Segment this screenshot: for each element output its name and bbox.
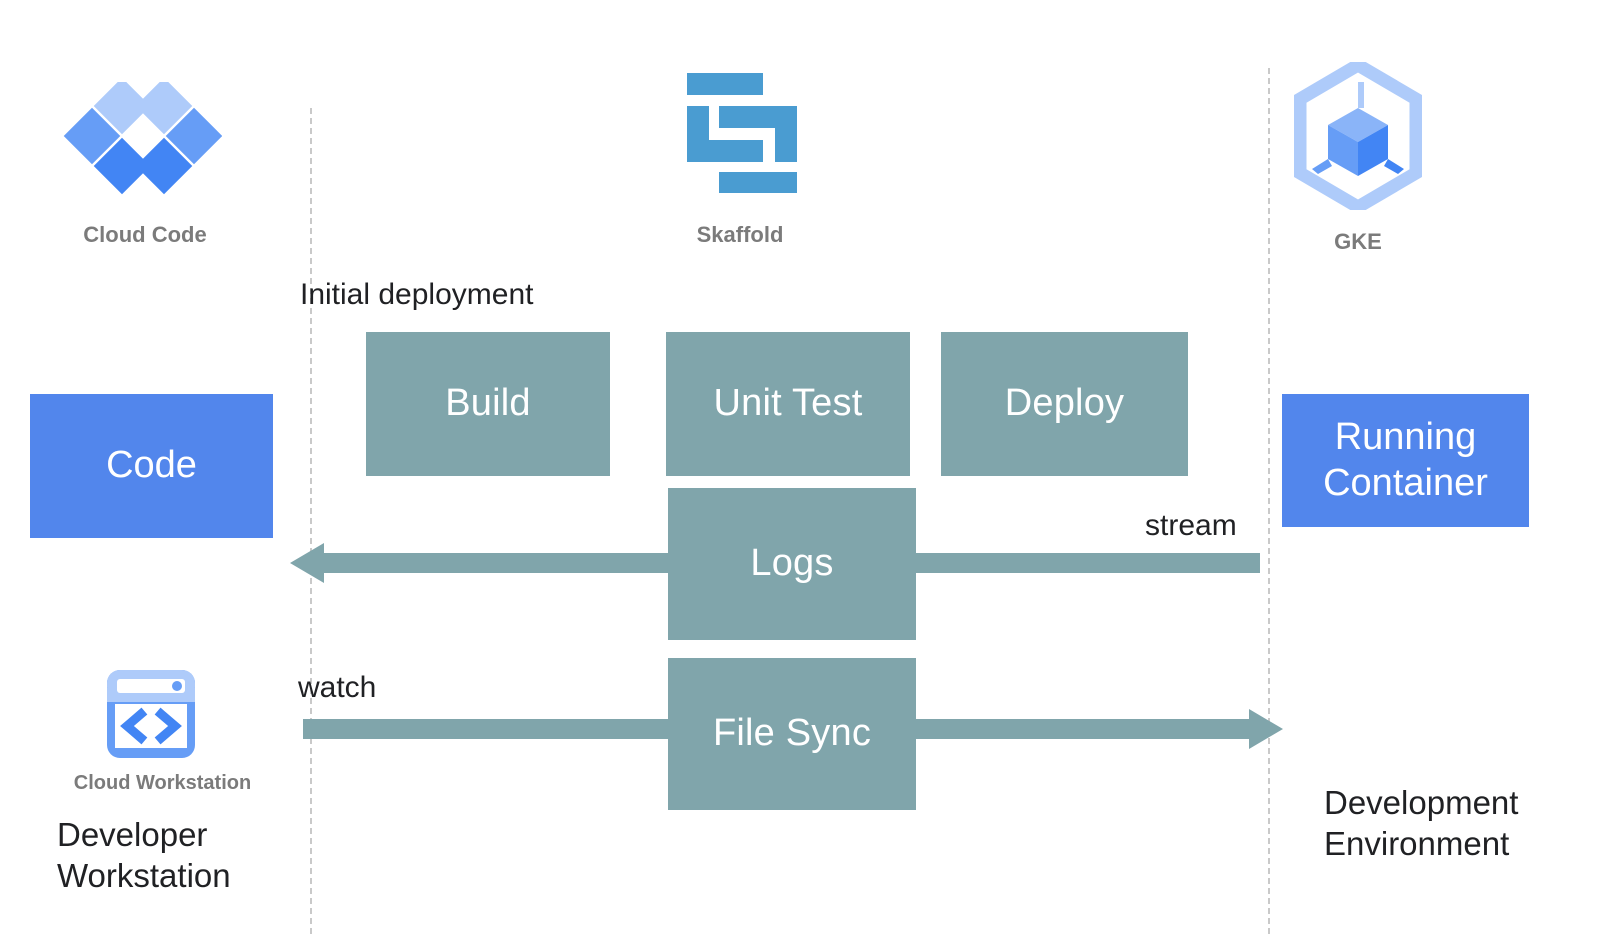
initial-deployment-label: Initial deployment bbox=[300, 278, 534, 311]
stage-box-deploy[interactable]: Deploy bbox=[941, 332, 1188, 476]
gke-label: GKE bbox=[1334, 229, 1382, 254]
gke-hexagon-cube-icon bbox=[1293, 57, 1423, 215]
watch-label: watch bbox=[298, 671, 377, 704]
boundary-line-left bbox=[310, 108, 312, 934]
stage-box-file-sync[interactable]: File Sync bbox=[668, 658, 916, 810]
developer-workstation-caption: Developer Workstation bbox=[57, 816, 231, 895]
stage-box-build[interactable]: Build bbox=[366, 332, 610, 476]
stream-label: stream bbox=[1145, 509, 1237, 542]
cloud-workstation-code-window-icon bbox=[105, 668, 197, 760]
development-environment-caption: Development Environment bbox=[1324, 784, 1519, 863]
skaffold-s-icon bbox=[683, 70, 801, 195]
boundary-line-right bbox=[1268, 68, 1270, 934]
code-box[interactable]: Code bbox=[30, 394, 273, 538]
cloud-code-label: Cloud Code bbox=[83, 222, 207, 247]
stage-box-logs[interactable]: Logs bbox=[668, 488, 916, 640]
cloud-workstation-label: Cloud Workstation bbox=[73, 772, 252, 794]
skaffold-label: Skaffold bbox=[696, 222, 784, 247]
running-container-box[interactable]: Running Container bbox=[1282, 394, 1529, 527]
stage-box-unit-test[interactable]: Unit Test bbox=[666, 332, 910, 476]
cloud-code-diamonds-icon bbox=[62, 77, 223, 202]
